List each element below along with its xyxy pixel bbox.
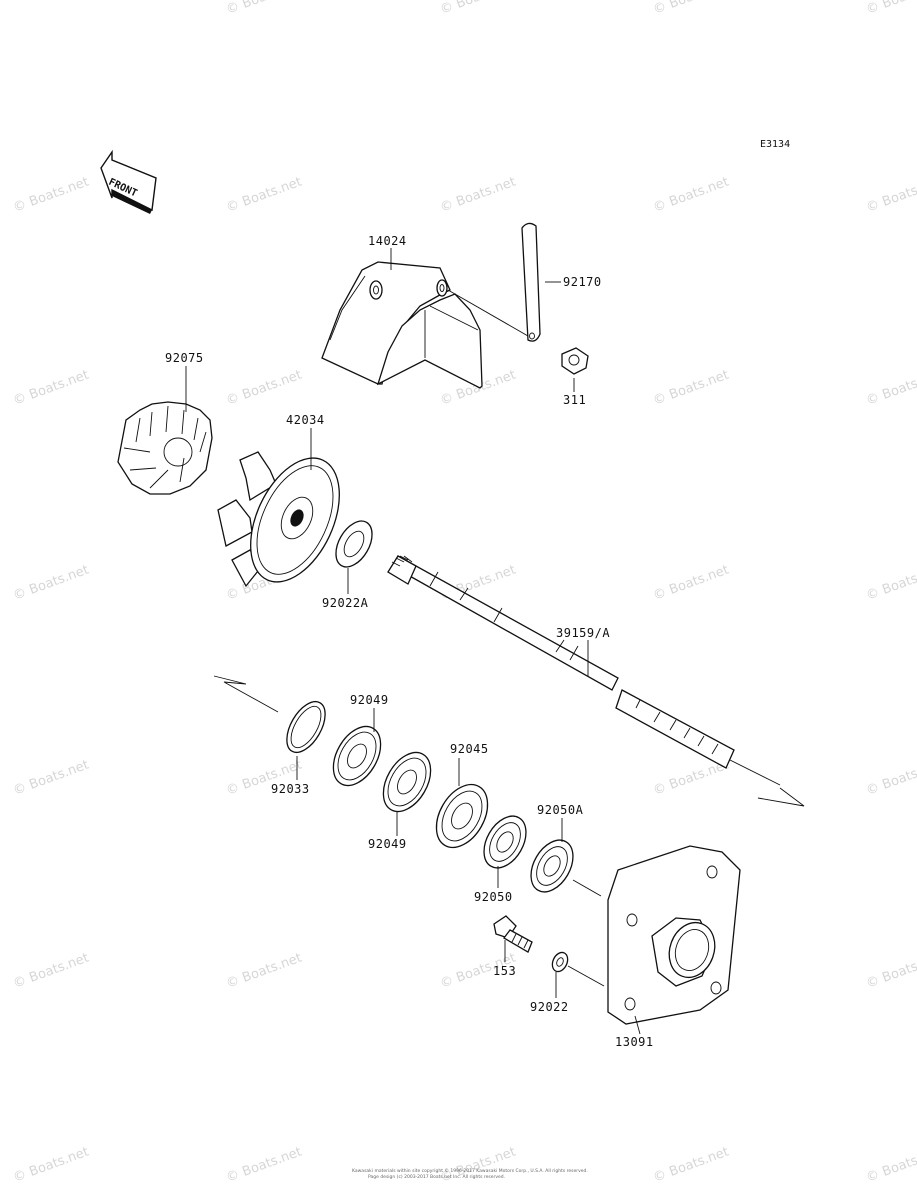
shaft-39159A [387, 555, 781, 786]
watermark: © Boats.net [438, 0, 518, 18]
bearing-92049-upper [332, 725, 382, 787]
watermark: © Boats.net [651, 1145, 731, 1186]
leader-lines [185, 248, 805, 1035]
label-92049-lower: 92049 [368, 837, 407, 851]
label-311: 311 [563, 393, 586, 407]
label-153: 153 [493, 964, 516, 978]
watermark: © Boats.net [864, 368, 917, 409]
watermark: © Boats.net [864, 1145, 917, 1186]
coupling-92075 [117, 401, 213, 495]
circlip-92033 [286, 700, 326, 754]
watermark: © Boats.net [864, 951, 917, 992]
label-92022: 92022 [530, 1000, 569, 1014]
watermark: © Boats.net [11, 368, 91, 409]
label-14024: 14024 [368, 234, 407, 248]
housing-13091 [607, 845, 741, 1025]
part-labels: 14024 92170 311 92075 42034 92022A 39159… [165, 234, 654, 1049]
label-92049-upper: 92049 [350, 693, 389, 707]
label-92050: 92050 [474, 890, 513, 904]
watermark: © Boats.net [864, 563, 917, 604]
nut-311 [561, 347, 589, 375]
watermark: © Boats.net [864, 175, 917, 216]
washer-92022 [551, 951, 569, 973]
label-92045: 92045 [450, 742, 489, 756]
watermark: © Boats.net [651, 0, 731, 18]
label-42034: 42034 [286, 413, 325, 427]
watermark: © Boats.net [864, 0, 917, 18]
diagram-code: E3134 [760, 139, 790, 150]
watermark: © Boats.net [11, 1145, 91, 1186]
strap-92170 [521, 222, 541, 342]
seal-92050 [483, 815, 527, 869]
label-92075: 92075 [165, 351, 204, 365]
cover-14024 [321, 261, 483, 389]
watermark: © Boats.net [11, 175, 91, 216]
label-92050A: 92050A [537, 803, 584, 817]
front-arrow-icon: FRONT [100, 149, 157, 214]
watermark: © Boats.net [651, 175, 731, 216]
bearing-92049-lower [382, 751, 432, 813]
watermark: © Boats.net [11, 758, 91, 799]
impeller-42034 [217, 451, 340, 588]
footer-line: Page design (c) 2003-2017 Boats.net Inc.… [368, 1174, 505, 1180]
watermark: © Boats.net [224, 1145, 304, 1186]
watermark: © Boats.net [224, 175, 304, 216]
label-39159A: 39159/A [556, 626, 610, 640]
label-13091: 13091 [615, 1035, 654, 1049]
footer-line: Kawasaki materials within site copyright… [352, 1167, 588, 1174]
watermark: © Boats.net [224, 951, 304, 992]
label-92170: 92170 [563, 275, 602, 289]
label-92022A: 92022A [322, 596, 369, 610]
seal-92050A [530, 839, 574, 893]
watermark: © Boats.net [864, 758, 917, 799]
footer-copyright: Kawasaki materials within site copyright… [352, 1167, 588, 1180]
bolt-153 [493, 915, 533, 953]
watermark: © Boats.net [11, 563, 91, 604]
bearing-92045 [435, 783, 489, 849]
watermark: © Boats.net [11, 951, 91, 992]
washer-92022A [335, 520, 373, 568]
watermark: © Boats.net [224, 368, 304, 409]
watermark: © Boats.net [224, 0, 304, 18]
watermark: © Boats.net [651, 563, 731, 604]
label-92033: 92033 [271, 782, 310, 796]
watermark: © Boats.net [651, 368, 731, 409]
watermark: © Boats.net [438, 175, 518, 216]
